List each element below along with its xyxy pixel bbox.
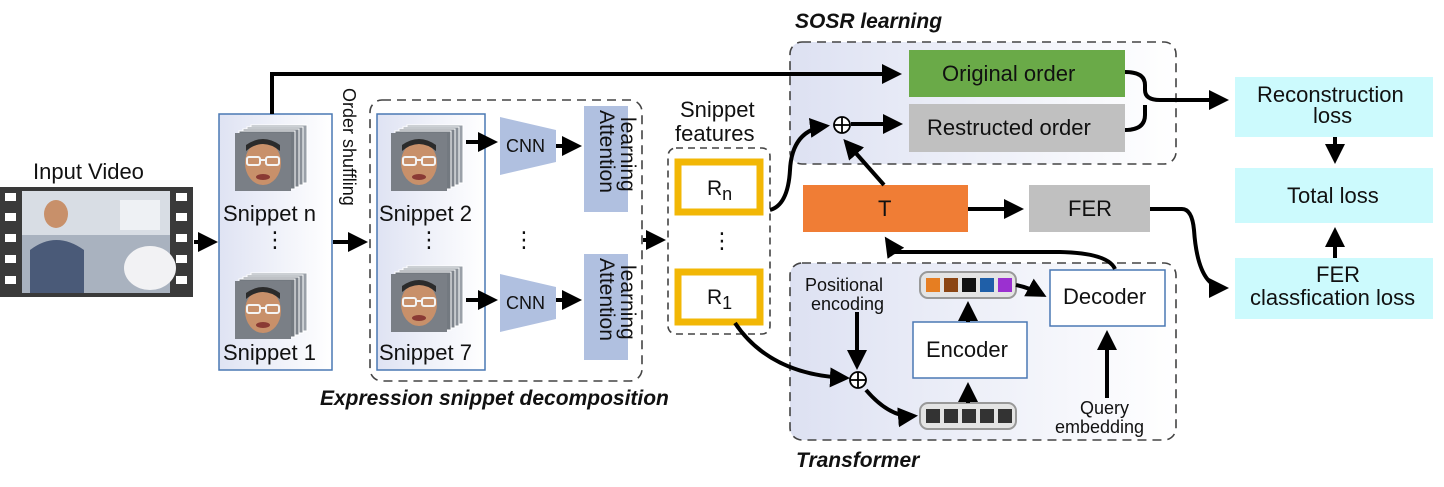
features-title-line2: features	[675, 121, 755, 146]
transformer-title: Transformer	[796, 449, 921, 472]
order-shuffling-label: Order shuffling	[339, 88, 359, 206]
snippet-7-label: Snippet 7	[379, 340, 472, 365]
feature-rn-box	[674, 158, 764, 216]
original-order-box	[909, 50, 1125, 97]
fer-loss-box	[1235, 258, 1433, 319]
decomposition-title: Expression snippet decomposition	[320, 387, 669, 410]
original-order-label: Original order	[942, 61, 1075, 86]
snippet-dots: ⋮	[264, 227, 286, 252]
reconstruction-loss-line1: Reconstruction	[1257, 82, 1404, 107]
attention-bottom-block	[584, 254, 628, 360]
token-5	[998, 278, 1012, 292]
fer-loss-line1: FER	[1316, 262, 1360, 287]
cnn-bottom-label: CNN	[506, 293, 545, 313]
feature-r1-label: R1	[707, 286, 732, 313]
snippet-n-label: Snippet n	[223, 201, 316, 226]
encoder-label: Encoder	[926, 337, 1008, 362]
t-block	[803, 185, 968, 232]
feature-r1-box	[674, 268, 764, 326]
attention-top-block	[584, 106, 628, 212]
decomp-dots-left: ⋮	[418, 227, 440, 252]
cnn-bottom-block	[500, 274, 556, 332]
sosr-plus-icon	[833, 116, 851, 134]
fer-label: FER	[1068, 196, 1112, 221]
feature-rn-label: Rn	[707, 177, 732, 204]
cnn-top-block	[500, 117, 556, 175]
decomp-dots-mid: ⋮	[513, 227, 535, 252]
query-line1: Query	[1080, 398, 1129, 418]
token-2	[944, 278, 958, 292]
input-token-sequence	[919, 402, 1017, 430]
fer-block	[1029, 185, 1150, 232]
token-4	[980, 278, 994, 292]
attention-top-line2: learning	[616, 117, 639, 192]
token-1	[926, 278, 940, 292]
reconstruction-loss-box	[1235, 77, 1433, 137]
fer-loss-line2: classfication loss	[1250, 285, 1415, 310]
output-token-sequence	[919, 271, 1017, 299]
token-3	[962, 278, 976, 292]
positional-line2: encoding	[811, 294, 884, 314]
restructed-order-label: Restructed order	[927, 115, 1091, 140]
attention-top-line1: Attention	[595, 110, 618, 193]
snippet-1-image	[235, 273, 307, 339]
feature-dots: ⋮	[711, 228, 733, 253]
restructed-order-box	[909, 104, 1125, 152]
total-loss-box	[1235, 168, 1433, 223]
transformer-plus-icon	[849, 371, 867, 389]
sosr-title: SOSR learning	[795, 10, 942, 33]
input-video-label: Input Video	[33, 159, 144, 184]
reconstruction-loss-line2: loss	[1313, 103, 1352, 128]
query-line2: embedding	[1055, 417, 1144, 437]
snippet-n-image	[235, 125, 307, 191]
encoder-block	[912, 321, 1028, 379]
features-title-line1: Snippet	[680, 97, 755, 122]
snippet-7-image	[391, 266, 463, 332]
decoder-block	[1049, 269, 1166, 327]
positional-line1: Positional	[805, 275, 883, 295]
attention-bottom-line1: Attention	[595, 258, 618, 341]
input-video-filmstrip	[0, 187, 193, 297]
total-loss-label: Total loss	[1287, 183, 1379, 208]
cnn-top-label: CNN	[506, 136, 545, 156]
decoder-label: Decoder	[1063, 284, 1146, 309]
t-label: T	[878, 196, 891, 221]
connector-arrows	[194, 64, 1345, 428]
snippet-2-label: Snippet 2	[379, 201, 472, 226]
snippet-2-image	[391, 125, 463, 191]
snippet-1-label: Snippet 1	[223, 340, 316, 365]
attention-bottom-line2: learning	[616, 265, 639, 340]
